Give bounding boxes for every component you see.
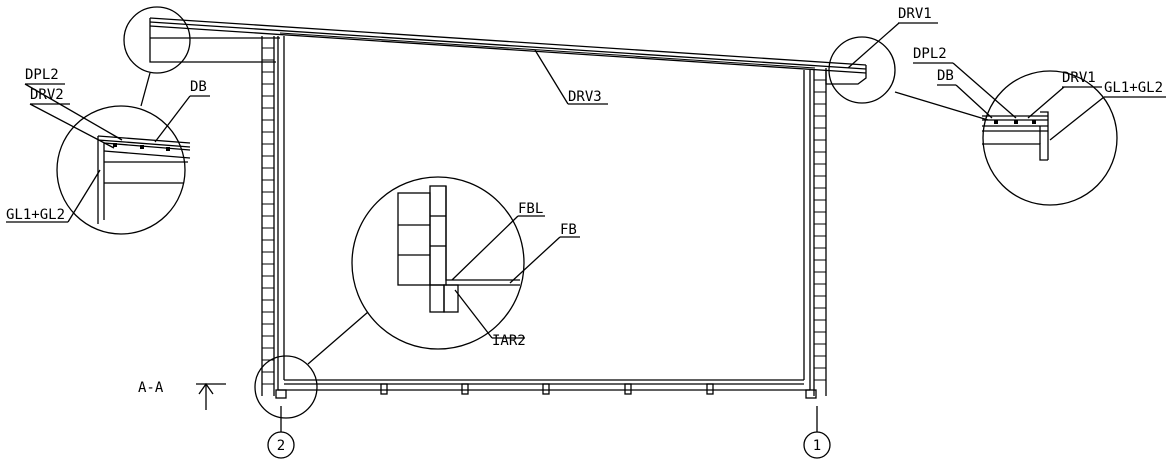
right-detail-labels: DPL2 DB DRV1 GL1+GL2 (913, 46, 1166, 98)
left-detail-labels: DPL2 DRV2 DB GL1+GL2 (6, 67, 210, 223)
floor-support (706, 383, 714, 395)
label-gl-right: GL1+GL2 (1104, 80, 1163, 96)
floor-support (542, 383, 550, 395)
label-drv1-roof: DRV1 (898, 6, 932, 22)
floor-support (380, 383, 388, 395)
label-gl-left: GL1+GL2 (6, 207, 65, 223)
right-wall (803, 70, 827, 396)
floor-support (461, 383, 469, 395)
label-dpl2-left: DPL2 (25, 67, 59, 83)
label-iar2: IAR2 (492, 333, 526, 349)
roof (149, 17, 867, 85)
footing (805, 389, 817, 399)
label-drv3: DRV3 (568, 89, 602, 105)
label-drv1-detail: DRV1 (1062, 70, 1096, 86)
center-detail-labels: FBL FB IAR2 (492, 201, 580, 349)
label-db-right: DB (937, 68, 954, 84)
label-fbl: FBL (518, 201, 543, 217)
floor-support (624, 383, 632, 395)
label-fb: FB (560, 222, 577, 238)
left-wall (261, 36, 285, 396)
section-mark (196, 382, 226, 410)
axis-label-1: 1 (813, 438, 821, 454)
axis-markers (267, 406, 831, 459)
footing (275, 389, 287, 399)
label-dpl2-right: DPL2 (913, 46, 947, 62)
axis-label-2: 2 (277, 438, 285, 454)
right-detail (952, 62, 1118, 206)
label-drv2: DRV2 (30, 87, 64, 103)
roof-leaders (534, 22, 900, 105)
roof-labels: DRV1 DRV3 (568, 6, 938, 105)
left-detail (24, 83, 191, 235)
section-label: A-A (138, 380, 164, 396)
center-detail (351, 176, 561, 350)
detail-callouts (123, 6, 989, 419)
floor (275, 379, 817, 399)
label-db-left: DB (190, 79, 207, 95)
